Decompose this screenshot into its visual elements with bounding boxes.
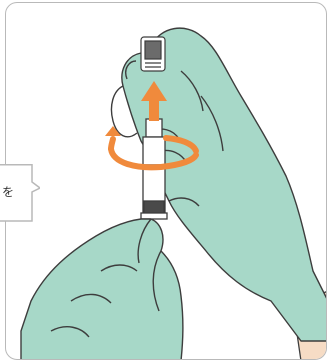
lower-gloved-hand xyxy=(21,219,183,360)
syringe-cap xyxy=(141,37,165,71)
illustration-panel xyxy=(5,2,327,360)
speech-bubble: を xyxy=(0,164,40,222)
rotation-arrow-head xyxy=(105,126,121,136)
speech-bubble-text: を xyxy=(2,185,14,199)
gloved-hands-syringe-drawing xyxy=(6,3,327,360)
